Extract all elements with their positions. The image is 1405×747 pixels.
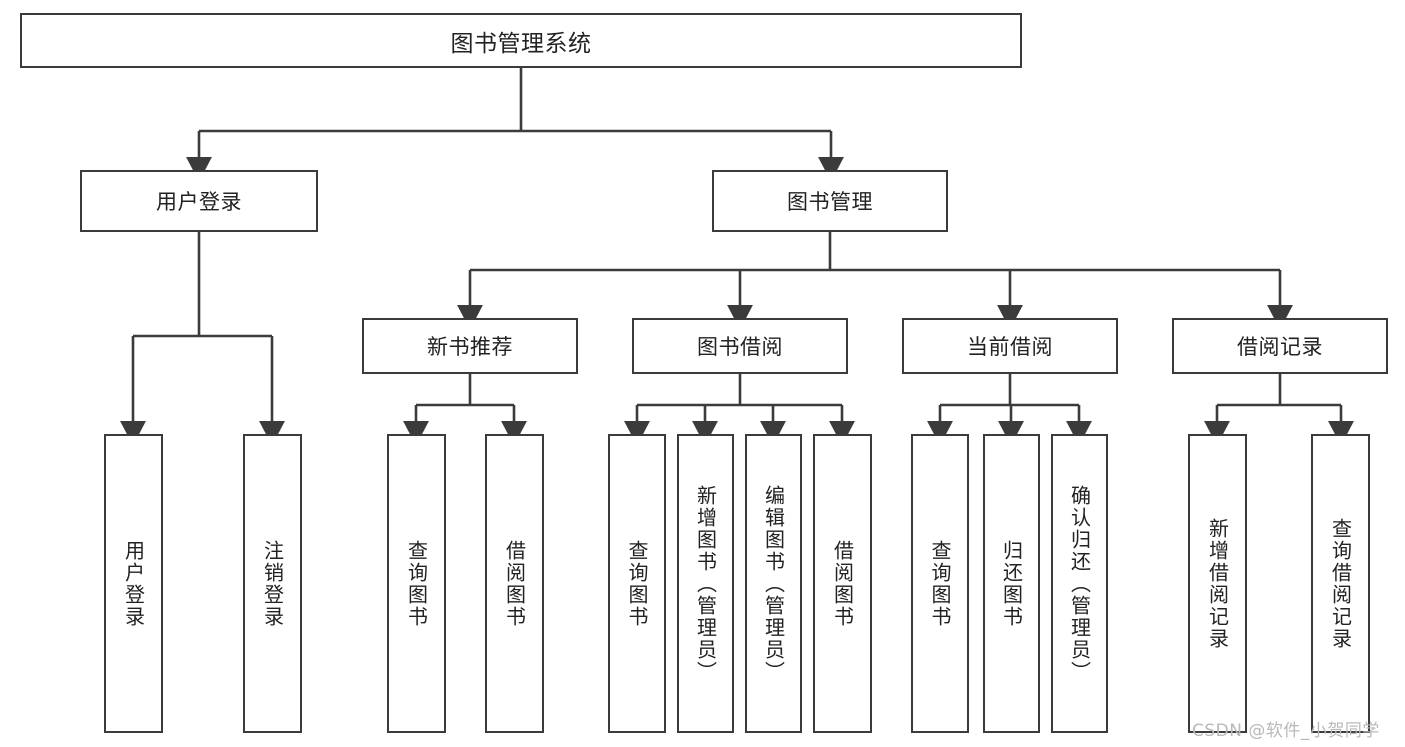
edges-userlogin-to-leaves [120, 232, 285, 446]
leaf-node[interactable]: 查询图书 [387, 434, 446, 733]
node-book-borrow[interactable]: 图书借阅 [632, 318, 848, 374]
edges-borrow-to-leaves [624, 374, 855, 446]
edges-records-to-leaves [1204, 374, 1354, 446]
leaf-node[interactable]: 新增借阅记录 [1188, 434, 1247, 733]
node-label: 借阅图书 [830, 539, 855, 628]
node-label: 注销登录 [260, 539, 285, 628]
edges-current-to-leaves [927, 374, 1092, 446]
edges-root-to-level1 [186, 68, 844, 182]
node-label: 借阅图书 [502, 539, 527, 628]
node-label: 图书借阅 [697, 335, 783, 359]
node-user-login[interactable]: 用户登录 [80, 170, 318, 232]
edges-booklmgmt-to-level2 [457, 232, 1293, 330]
leaf-node[interactable]: 用户登录 [104, 434, 163, 733]
node-label: 用户登录 [156, 190, 242, 214]
leaf-node[interactable]: 归还图书 [983, 434, 1040, 733]
node-borrow-records[interactable]: 借阅记录 [1172, 318, 1388, 374]
node-label: 用户登录 [121, 539, 146, 628]
leaf-node[interactable]: 查询图书 [608, 434, 666, 733]
node-label: 新书推荐 [427, 335, 513, 359]
csdn-watermark: CSDN @软件_小贺同学 [1192, 721, 1380, 741]
node-current-borrow[interactable]: 当前借阅 [902, 318, 1118, 374]
node-book-management[interactable]: 图书管理 [712, 170, 948, 232]
leaf-node[interactable]: 借阅图书 [485, 434, 544, 733]
leaf-node[interactable]: 注销登录 [243, 434, 302, 733]
node-label: 图书管理系统 [450, 30, 592, 57]
node-new-book-recommend[interactable]: 新书推荐 [362, 318, 578, 374]
node-label: 查询图书 [928, 539, 952, 628]
node-label: 查询图书 [404, 539, 429, 628]
node-label: 查询图书 [625, 539, 649, 628]
leaf-node[interactable]: 确认归还（管理员） [1051, 434, 1108, 733]
node-root-book-management-system[interactable]: 图书管理系统 [20, 13, 1022, 68]
node-label: 图书管理 [787, 190, 873, 214]
node-label: 新增借阅记录 [1205, 517, 1230, 650]
node-label: 查询借阅记录 [1328, 517, 1353, 650]
node-label: 归还图书 [999, 539, 1024, 628]
node-label: 确认归还（管理员） [1067, 484, 1092, 683]
edges-newbook-to-leaves [403, 374, 527, 446]
node-label: 借阅记录 [1237, 335, 1323, 359]
node-label: 新增图书（管理员） [693, 484, 718, 683]
leaf-node[interactable]: 编辑图书（管理员） [745, 434, 802, 733]
leaf-node[interactable]: 查询借阅记录 [1311, 434, 1370, 733]
node-label: 编辑图书（管理员） [761, 484, 786, 683]
leaf-node[interactable]: 新增图书（管理员） [677, 434, 734, 733]
leaf-node[interactable]: 借阅图书 [813, 434, 872, 733]
node-label: 当前借阅 [967, 335, 1053, 359]
leaf-node[interactable]: 查询图书 [911, 434, 969, 733]
